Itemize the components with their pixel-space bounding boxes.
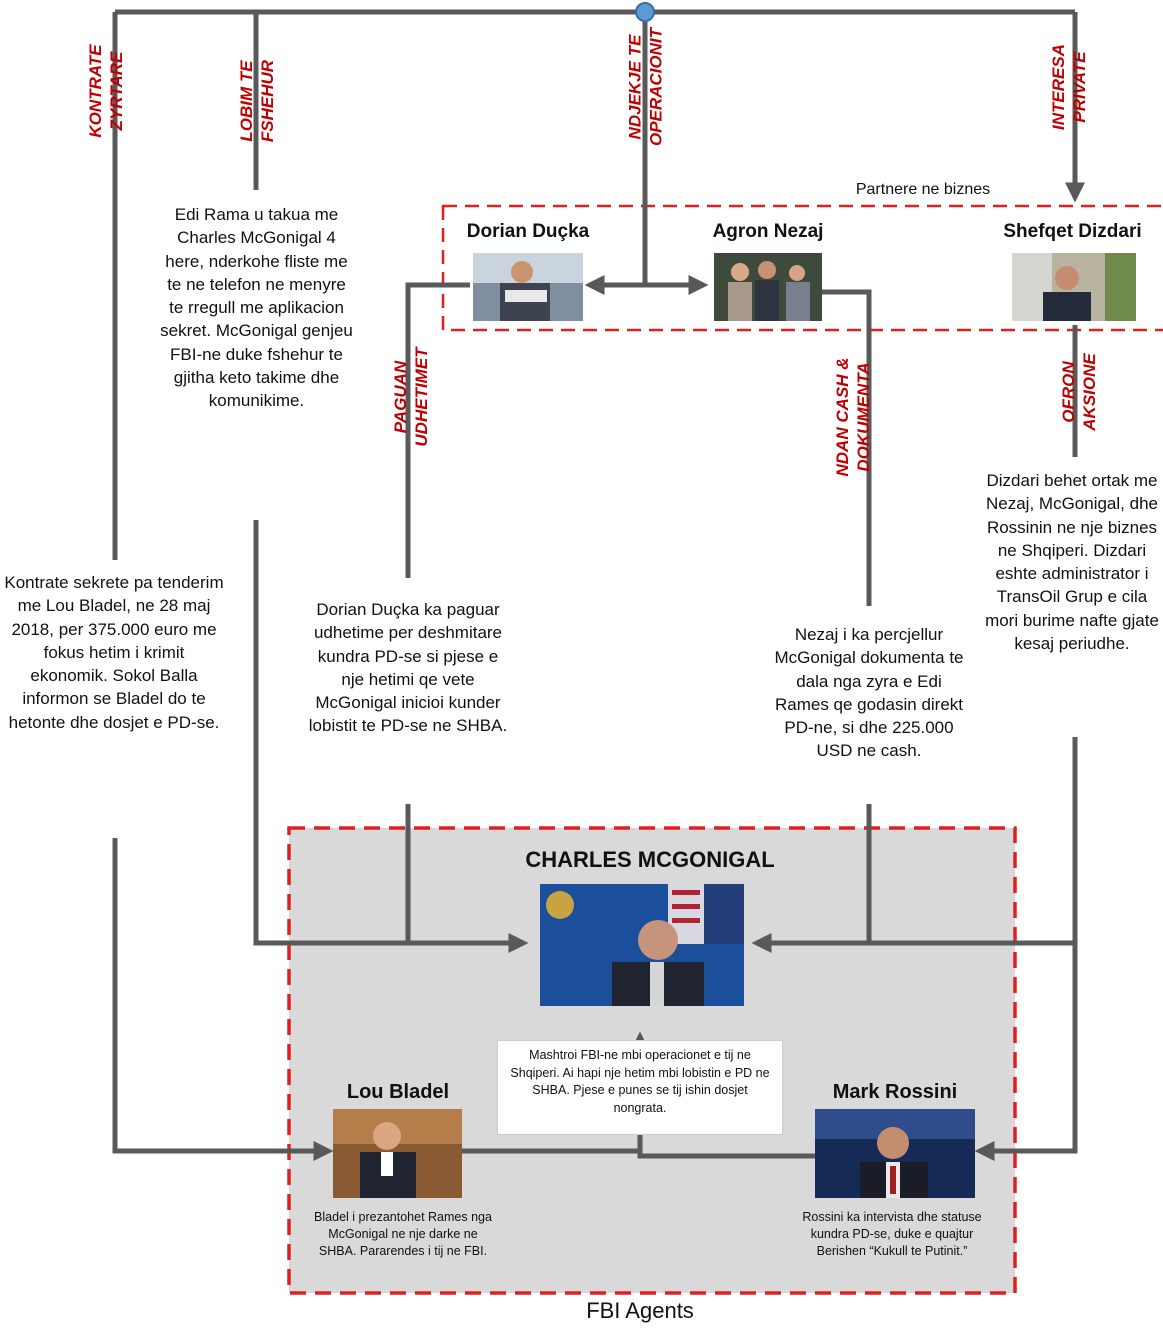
note-nezaj: Nezaj i ka percjellur McGonigal dokument… (774, 625, 964, 761)
photo-rossini (815, 1109, 975, 1198)
note-center-mcgonigal: Mashtroi FBI-ne mbi operacionet e tij ne… (497, 1040, 783, 1135)
name-nezaj: Agron Nezaj (712, 221, 824, 242)
edge-label-paguan: PAGUAN UDHETIMET (390, 327, 434, 467)
branch-label-ndjekje-text: NDJEKJE TE OPERACIONIT (625, 27, 666, 147)
note-kontrate: Kontrate sekrete pa tenderim me Lou Blad… (4, 573, 224, 732)
photo-duka (473, 253, 583, 321)
name-mcgonigal: CHARLES MCGONIGAL (525, 847, 775, 872)
note-rossini: Rossini ka intervista dhe statuse kundra… (802, 1210, 982, 1258)
photo-bladel (333, 1109, 462, 1198)
branch-label-lobim-text: LOBIM TE FSHEHUR (237, 59, 277, 143)
name-duka: Dorian Duçka (466, 221, 590, 242)
name-bladel: Lou Bladel (346, 1081, 450, 1103)
edge-label-ndan-text: NDAN CASH & DOKUMENTA (833, 357, 873, 477)
partners-label: Partnere ne biznes (855, 181, 991, 198)
name-rossini: Mark Rossini (832, 1081, 958, 1103)
partners-box (441, 204, 1163, 332)
branch-label-kontrate-text: KONTRATE ZYRTARE (86, 44, 126, 138)
note-lobim: Edi Rama u takua me Charles McGonigal 4 … (160, 205, 353, 411)
note-center-text: Mashtroi FBI-ne mbi operacionet e tij ne… (510, 1048, 770, 1115)
edge-label-ofron: OFRON AKSIONE (1058, 342, 1102, 442)
branch-label-kontrate: KONTRATE ZYRTARE (85, 41, 129, 141)
photo-nezaj (714, 253, 822, 321)
branch-label-interesa-text: INTERESA PRIVATE (1049, 44, 1089, 130)
photo-dizdari (1012, 253, 1136, 321)
edge-label-ofron-text: OFRON AKSIONE (1059, 353, 1099, 431)
footer-fbi-agents: FBI Agents (586, 1298, 694, 1323)
note-bladel: Bladel i prezantohet Rames nga McGonigal… (314, 1210, 492, 1258)
branch-label-ndjekje: NDJEKJE TE OPERACIONIT (625, 0, 669, 175)
note-duka: Dorian Duçka ka paguar udhetime per desh… (308, 600, 508, 736)
photo-mcgonigal (540, 884, 744, 1006)
name-dizdari: Shefqet Dizdari (1003, 221, 1142, 242)
top-node (635, 2, 655, 22)
note-dizdari: Dizdari behet ortak me Nezaj, McGonigal,… (985, 471, 1159, 654)
edge-label-paguan-text: PAGUAN UDHETIMET (391, 347, 431, 447)
branch-label-lobim: LOBIM TE FSHEHUR (236, 51, 280, 151)
branch-label-interesa: INTERESA PRIVATE (1048, 37, 1092, 137)
edge-label-ndan: NDAN CASH & DOKUMENTA (832, 347, 876, 487)
